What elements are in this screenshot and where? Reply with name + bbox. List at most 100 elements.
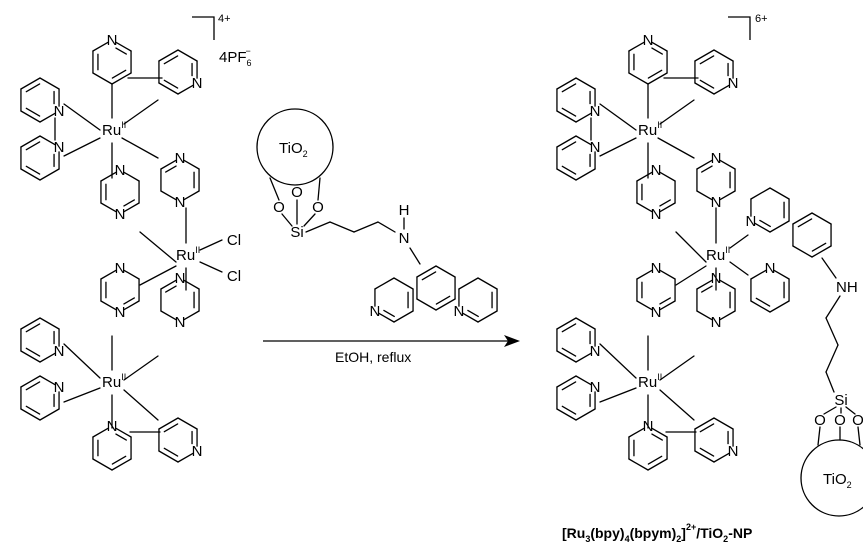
product-bpy-top-left-double-bond (647, 69, 663, 79)
nitrogen-atom: N (711, 314, 722, 331)
propyl-bond (329, 221, 355, 233)
ru-n-bond (63, 137, 101, 157)
product-bpy-bottom-right-bond (713, 417, 734, 430)
product-bpy-bottom-left-bond (628, 458, 649, 471)
product-bpy-left-bottom-double-bond (561, 165, 577, 175)
product-phen-center-bond (811, 212, 832, 225)
phen-nh-bond (821, 257, 837, 279)
product-bpy-lower-left-bottom-double-bond (561, 381, 577, 391)
tio2-o-bond (317, 177, 321, 201)
reactant-bpy-top-left-bond (115, 41, 132, 52)
reactant-bpy-left-top-double-bond (25, 83, 41, 93)
product-bpy-bottom-right-bond (694, 417, 715, 430)
reactant-charge-bracket (192, 16, 215, 40)
propyl-bond (825, 295, 841, 319)
nitrogen-atom: N (107, 418, 118, 435)
product-bpy-top-right-bond (713, 49, 734, 62)
reagent-phen-left-bond (393, 310, 414, 323)
product-bpy-lower-left-top-double-bond (561, 347, 577, 357)
product-bpym-2a-bond (659, 300, 676, 311)
reactant-bpy-lower-left-bottom-bond (20, 375, 41, 388)
product-bpy-bottom-right-double-bond (699, 447, 715, 457)
nitrogen-atom: N (192, 443, 203, 460)
nitrogen-atom: N (651, 206, 662, 223)
nitrogen-atom: N (765, 260, 776, 277)
reagent-phen-left-bond (378, 312, 395, 323)
reactant-bpy-top-left-double-bond (115, 47, 127, 55)
nitrogen-atom: N (643, 32, 654, 49)
ru-n-bond (123, 99, 159, 125)
product-bpym-2a-bond (636, 300, 653, 311)
product-bpy-lower-left-top-bond (556, 350, 577, 363)
ru-n-bond (121, 137, 159, 159)
product-bpy-top-right-bond (694, 49, 715, 62)
reactant-bpy-top-right-bond (177, 49, 198, 62)
reactant-bpym-1a-double-bond (123, 199, 135, 207)
reactant-bpym-1b-bond (160, 190, 177, 201)
reagent-phen-right-bond (458, 277, 479, 290)
product-bpy-top-right-double-bond (699, 55, 715, 65)
nitrogen-atom: N (54, 103, 65, 120)
nitrogen-atom: N (728, 443, 739, 460)
ru-n-bond (675, 265, 707, 286)
reactant-bpy-left-bottom-bond (20, 135, 41, 148)
product-bpym-2b-bond (719, 310, 736, 321)
nitrogen-atom: N (115, 304, 126, 321)
ru-n-bond (63, 343, 101, 379)
amine-hydrogen: H (399, 202, 410, 219)
ru-n-bond (659, 389, 695, 421)
product-bpy-top-left-bond (628, 41, 645, 52)
product-bpy-lower-left-bottom-bond (556, 375, 577, 388)
nitrogen-atom: N (175, 150, 186, 167)
propyl-bond (305, 221, 331, 233)
reaction-arrowhead (504, 335, 520, 347)
reactant-bpy-lower-left-top-bond (39, 317, 60, 330)
nitrogen-atom: N (175, 194, 186, 211)
nitrogen-atom: N (651, 162, 662, 179)
propyl-bond (353, 221, 379, 233)
amine-nitrogen: N (399, 230, 410, 247)
product-bpy-top-left-bond (628, 72, 649, 85)
product-tio2-particle (800, 439, 863, 517)
chloride-ligand: Cl (227, 232, 241, 249)
product-phen-top-bond (750, 187, 771, 200)
reactant-bpy-lower-left-bottom-bond (39, 408, 60, 421)
reactant-bpy-top-left-bond (92, 41, 109, 52)
reactant-bpym-1b-bond (160, 159, 177, 170)
product-charge-bracket (728, 16, 751, 40)
reagent-phen-center-double-bond (435, 295, 451, 305)
nitrogen-atom: N (107, 32, 118, 49)
si-o-bond (845, 406, 856, 415)
reagent-phen-center-bond (416, 265, 437, 278)
reactant-bpy-bottom-left-bond (111, 458, 132, 471)
product-phen-bottom-bond (773, 269, 790, 280)
nitrogen-atom: N (454, 303, 465, 320)
nitrogen-atom: N (651, 304, 662, 321)
reactant-bpym-1b-bond (183, 159, 200, 170)
ru-n-bond (599, 343, 637, 379)
reactant-bpy-left-top-double-bond (25, 107, 41, 117)
product-bpym-1b-double-bond (701, 165, 713, 173)
product-bpym-2b-bond (696, 310, 713, 321)
reactant-bpy-bottom-right-bond (177, 452, 194, 463)
ru-n-bond (599, 387, 637, 403)
ru-cl-bond (199, 261, 223, 273)
product-bpym-1b-bond (696, 190, 713, 201)
reactant-bpy-bottom-left-bond (92, 427, 109, 438)
oxygen-atom: O (312, 199, 324, 216)
reactant-bpy-top-left-bond (92, 72, 113, 85)
reactant-bpy-lower-left-bottom-bond (39, 375, 56, 386)
product-phen-center-bond (811, 245, 832, 258)
oxygen-atom: O (852, 412, 863, 429)
reactant-bpy-lower-left-top-bond (20, 317, 41, 330)
product-bpym-2a-double-bond (659, 297, 671, 305)
product-phen-center-double-bond (811, 242, 827, 252)
product-phen-top-bond (754, 222, 771, 233)
ru-n-bond (659, 355, 695, 381)
product-bpym-2a-bond (636, 269, 653, 280)
product-bpy-left-bottom-bond (575, 135, 592, 146)
reagent-tio2-particle (256, 108, 334, 186)
nitrogen-atom: N (651, 260, 662, 277)
reactant-bpy-top-right-bond (158, 82, 179, 95)
